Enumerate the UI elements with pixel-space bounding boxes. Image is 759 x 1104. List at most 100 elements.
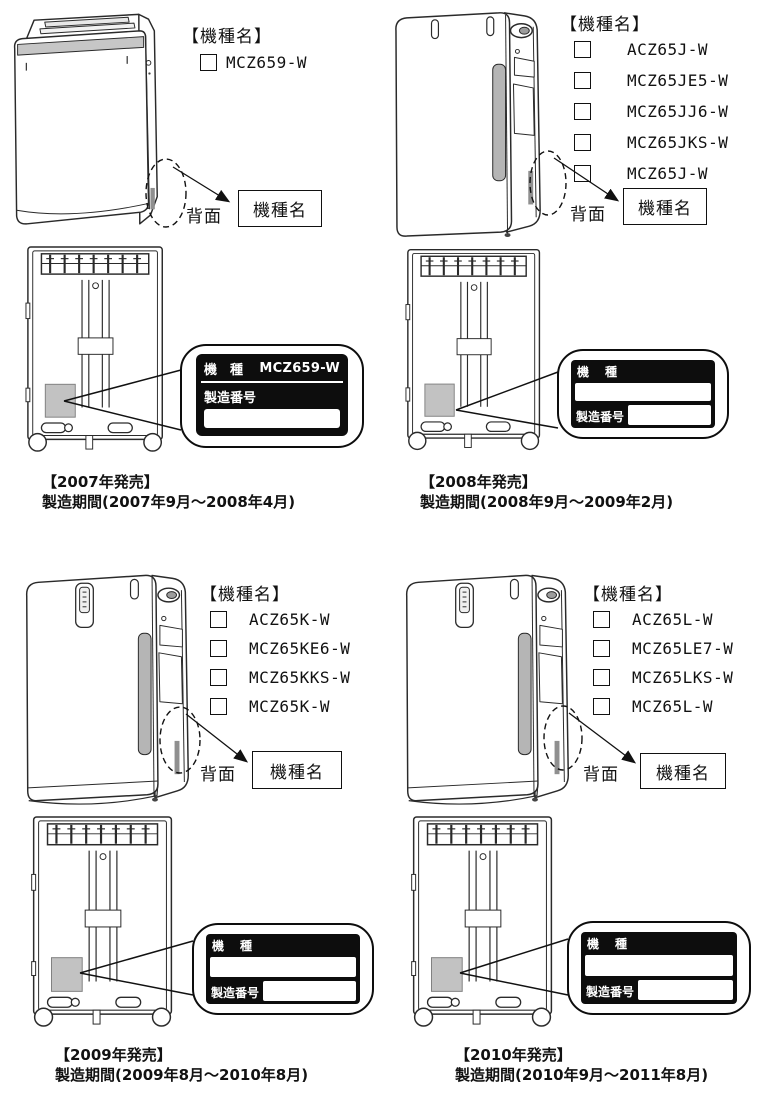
model-checkbox[interactable] [574, 72, 591, 89]
model-row: MCZ65JJ6-W [574, 102, 728, 121]
front-view-illustration [25, 574, 190, 805]
model-list-header: 【機種名】 [560, 15, 650, 35]
release-caption: 【2007年発売】 製造期間(2007年9月～2008年4月) [42, 472, 295, 512]
model-name-callout-box: 機種名 [640, 753, 726, 789]
model-name-callout-box: 機種名 [252, 751, 342, 789]
release-year: 【2009年発売】 [55, 1046, 172, 1064]
model-checkbox[interactable] [574, 165, 591, 182]
front-view-illustration [395, 12, 541, 238]
label-callout-balloon: 機 種 製造番号 [567, 921, 751, 1015]
rating-label-square [50, 957, 83, 992]
plate-model-title: 機 種 [577, 365, 620, 379]
rating-plate: 機 種 製造番号 [571, 360, 715, 428]
rear-model-label-mark [528, 170, 534, 205]
model-row: ACZ65J-W [574, 40, 728, 59]
model-row: MCZ659-W [200, 53, 307, 72]
release-caption: 【2010年発売】 製造期間(2010年9月～2011年8月) [455, 1045, 708, 1085]
rear-model-label-mark [150, 187, 155, 210]
plate-serial-field [263, 981, 356, 1001]
model-row: MCZ65JKS-W [574, 133, 728, 152]
model-list: ACZ65K-W MCZ65KE6-W MCZ65KKS-W MCZ65K-W [210, 610, 350, 726]
model-row: MCZ65L-W [593, 697, 733, 716]
model-list: ACZ65J-W MCZ65JE5-W MCZ65JJ6-W MCZ65JKS-… [574, 40, 728, 195]
manufacturing-period: 製造期間(2007年9月～2008年4月) [42, 493, 296, 511]
rating-label-square [424, 383, 455, 417]
model-label: ACZ65K-W [249, 610, 331, 629]
back-side-label: 背面 [200, 765, 236, 785]
model-row: MCZ65K-W [210, 697, 350, 716]
model-checkbox[interactable] [574, 41, 591, 58]
model-label: MCZ65KE6-W [249, 639, 351, 658]
manufacturing-period: 製造期間(2009年8月～2010年8月) [55, 1066, 309, 1084]
label-callout-balloon: 機 種 製造番号 [192, 923, 374, 1015]
release-caption: 【2009年発売】 製造期間(2009年8月～2010年8月) [55, 1045, 308, 1085]
model-list-header: 【機種名】 [182, 27, 272, 47]
model-row: MCZ65JE5-W [574, 71, 728, 90]
plate-model-value: MCZ659-W [259, 361, 340, 376]
plate-serial-title: 製造番号 [576, 410, 625, 424]
model-label: MCZ65KKS-W [249, 668, 351, 687]
rear-view-illustration [31, 816, 173, 1027]
model-label: ACZ65L-W [632, 610, 714, 629]
model-checkbox[interactable] [574, 134, 591, 151]
rating-plate: 機 種 MCZ659-W 製造番号 [196, 354, 348, 436]
label-callout-balloon: 機 種 MCZ659-W 製造番号 [180, 344, 364, 448]
release-year: 【2010年発売】 [455, 1046, 572, 1064]
model-checkbox[interactable] [210, 669, 227, 686]
model-checkbox[interactable] [200, 54, 217, 71]
model-list-header: 【機種名】 [200, 585, 290, 605]
model-label: MCZ65JE5-W [627, 71, 729, 90]
model-label: ACZ65J-W [627, 40, 709, 59]
rating-plate: 機 種 製造番号 [581, 932, 737, 1004]
back-side-label: 背面 [186, 207, 222, 227]
model-row: ACZ65K-W [210, 610, 350, 629]
model-label: MCZ659-W [226, 53, 308, 72]
model-row: MCZ65J-W [574, 164, 728, 183]
plate-divider [201, 381, 343, 383]
model-checkbox[interactable] [593, 669, 610, 686]
plate-serial-field [638, 980, 733, 1000]
rating-plate: 機 種 製造番号 [206, 934, 360, 1004]
model-checkbox[interactable] [593, 611, 610, 628]
model-label: MCZ65JKS-W [627, 133, 729, 152]
model-checkbox[interactable] [210, 640, 227, 657]
rear-view-illustration [25, 246, 163, 452]
plate-model-title: 機 種 [587, 937, 630, 951]
model-checkbox[interactable] [574, 103, 591, 120]
model-label: MCZ65K-W [249, 697, 331, 716]
panel-2008: 【機種名】 ACZ65J-W MCZ65JE5-W MCZ65JJ6-W MCZ… [380, 0, 759, 535]
back-side-label: 背面 [583, 765, 619, 785]
model-list-header: 【機種名】 [583, 585, 673, 605]
plate-model-field [210, 957, 356, 977]
model-name-callout-box: 機種名 [238, 190, 322, 227]
model-checkbox[interactable] [210, 611, 227, 628]
rating-label-square [44, 383, 76, 418]
plate-serial-title: 製造番号 [211, 986, 260, 1000]
release-caption: 【2008年発売】 製造期間(2008年9月～2009年2月) [420, 472, 673, 512]
label-callout-balloon: 機 種 製造番号 [557, 349, 729, 439]
plate-model-title: 機 種 [204, 363, 244, 378]
release-year: 【2007年発売】 [42, 473, 159, 491]
front-view-illustration [405, 574, 570, 805]
plate-serial-field [204, 409, 340, 428]
model-list: MCZ659-W [200, 53, 307, 72]
panel-2009: 【機種名】 ACZ65K-W MCZ65KE6-W MCZ65KKS-W MCZ… [0, 555, 380, 1104]
model-checkbox[interactable] [593, 698, 610, 715]
model-list: ACZ65L-W MCZ65LE7-W MCZ65LKS-W MCZ65L-W [593, 610, 733, 726]
model-label: MCZ65JJ6-W [627, 102, 729, 121]
panel-2010: 【機種名】 ACZ65L-W MCZ65LE7-W MCZ65LKS-W MCZ… [380, 555, 759, 1104]
rear-model-label-mark [174, 740, 180, 775]
plate-serial-title: 製造番号 [204, 391, 257, 406]
front-view-illustration [13, 13, 158, 225]
plate-serial-field [628, 405, 711, 425]
rear-view-illustration [411, 816, 553, 1027]
model-checkbox[interactable] [210, 698, 227, 715]
model-label: MCZ65LKS-W [632, 668, 734, 687]
model-row: MCZ65LKS-W [593, 668, 733, 687]
back-side-label: 背面 [570, 205, 606, 225]
model-label: MCZ65J-W [627, 164, 709, 183]
manufacturing-period: 製造期間(2010年9月～2011年8月) [455, 1066, 709, 1084]
model-checkbox[interactable] [593, 640, 610, 657]
model-name-callout-box: 機種名 [623, 188, 707, 225]
